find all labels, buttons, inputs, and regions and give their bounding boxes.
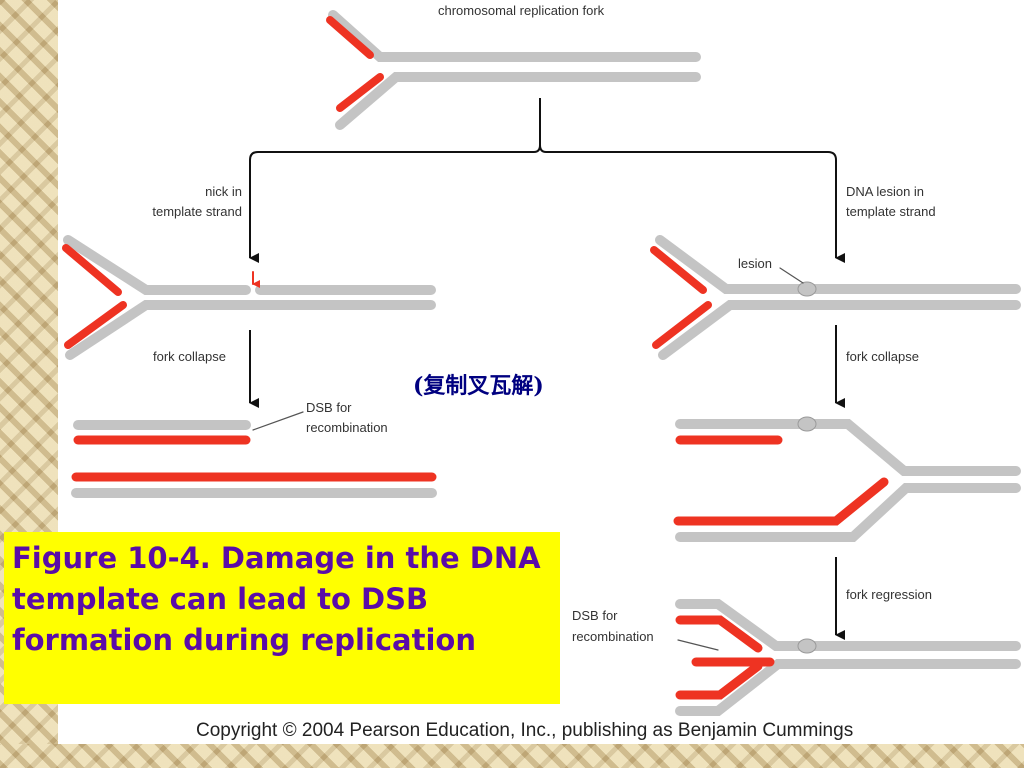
lesion-fork [650,235,1021,360]
label-right-fork-collapse: fork collapse [846,349,919,364]
figure-caption-box: Figure 10-4. Damage in the DNA template … [4,532,560,704]
nicked-fork [62,235,436,360]
label-left-fork-collapse: fork collapse [153,349,226,364]
label-nick-line1: nick in [205,184,242,199]
label-fork-regression: fork regression [846,587,932,602]
left-dsb-products [71,411,437,498]
replication-fork-diagram: chromosomal replication fork nick in tem… [62,3,1021,716]
label-right-dsb-line1: DSB for [572,608,618,623]
label-right-dsb-line2: recombination [572,629,654,644]
regressed-fork [675,599,1021,716]
collapsed-lesion-fork [673,416,1021,542]
figure-caption: Figure 10-4. Damage in the DNA template … [12,541,541,657]
top-replication-fork [326,10,701,130]
label-left-dsb-line1: DSB for [306,400,352,415]
label-left-dsb-line2: recombination [306,420,388,435]
decorative-border-bottom [0,744,1024,768]
label-lesion-line2: template strand [846,204,936,219]
label-lesion-line1: DNA lesion in [846,184,924,199]
chinese-annotation: (复制叉瓦解) [413,373,544,399]
branch-connector [249,98,845,263]
copyright-notice: Copyright © 2004 Pearson Education, Inc.… [196,720,854,741]
label-top-fork: chromosomal replication fork [438,3,605,18]
label-lesion: lesion [738,256,772,271]
label-nick-line2: template strand [152,204,242,219]
